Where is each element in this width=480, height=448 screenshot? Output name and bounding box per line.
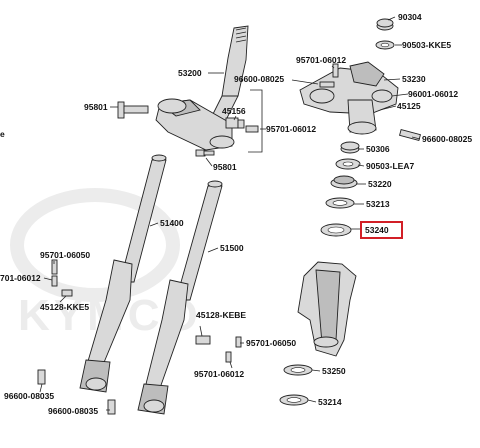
leader-lines xyxy=(39,16,421,411)
label-51500: 51500 xyxy=(220,243,244,253)
bolt-95801-mid xyxy=(195,149,215,157)
label-45125: 45125 xyxy=(397,101,421,111)
highlight-box-53240 xyxy=(360,221,403,239)
bolt-701-06012-left xyxy=(51,275,58,287)
label-95701-06050-right: 95701-06050 xyxy=(246,338,296,348)
fork-right-51500 xyxy=(137,180,223,415)
bolt-96600-08025-top xyxy=(319,81,335,88)
label-95701-06012-bottom: 95701-06012 xyxy=(194,369,244,379)
label-45128-kebe: 45128-KEBE xyxy=(196,310,246,320)
steering-stem xyxy=(155,25,249,151)
label-51400: 51400 xyxy=(160,218,184,228)
label-50306: 50306 xyxy=(366,144,390,154)
label-95701-06050-left: 95701-06050 xyxy=(40,250,90,260)
label-90304: 90304 xyxy=(398,12,422,22)
frame-head xyxy=(297,261,357,357)
edge-mark: e xyxy=(0,129,5,139)
label-701-06012-left: 701-06012 xyxy=(0,273,41,283)
washer-90503-kke5 xyxy=(375,40,395,50)
label-53230: 53230 xyxy=(402,74,426,84)
label-45128-kke5: 45128-KKE5 xyxy=(40,302,89,312)
label-45156: 45156 xyxy=(222,106,246,116)
nut-50306 xyxy=(340,141,360,154)
clamp-45128-kebe xyxy=(195,335,211,345)
fork-left-51400 xyxy=(79,154,167,393)
clamp-45156 xyxy=(225,117,259,133)
bolt-95701-06012-top xyxy=(332,63,339,78)
bolt-96600-08025-right xyxy=(399,128,421,142)
label-53240: 53240 xyxy=(365,225,389,235)
label-90503-kke5: 90503-KKE5 xyxy=(402,40,451,50)
washer-90503-lea7 xyxy=(335,158,361,170)
label-53213: 53213 xyxy=(366,199,390,209)
label-53200: 53200 xyxy=(178,68,202,78)
bolt-95701-06050-right xyxy=(235,336,242,348)
race-53240 xyxy=(320,223,352,237)
bolt-95701-06050-left xyxy=(51,259,58,275)
bracket-45156 xyxy=(248,89,263,153)
clamp-45128-kke5 xyxy=(61,289,73,297)
label-96600-08035-b: 96600-08035 xyxy=(48,406,98,416)
label-95701-06012-mid: 95701-06012 xyxy=(266,124,316,134)
bearing-53213 xyxy=(325,197,355,209)
label-95801-b: 95801 xyxy=(213,162,237,172)
race-53214 xyxy=(279,394,309,406)
bolt-96600-08035-b xyxy=(107,399,116,415)
label-95701-06012-top: 95701-06012 xyxy=(296,55,346,65)
label-53220: 53220 xyxy=(368,179,392,189)
race-53250 xyxy=(283,364,313,376)
label-53250: 53250 xyxy=(322,366,346,376)
label-90503-lea7: 90503-LEA7 xyxy=(366,161,414,171)
part-labels: 90304 90503-KKE5 95701-06012 53230 53200… xyxy=(0,12,472,416)
label-96001-06012: 96001-06012 xyxy=(408,89,458,99)
top-bridge xyxy=(299,61,399,135)
bolt-95801-top xyxy=(117,101,149,119)
label-53214: 53214 xyxy=(318,397,342,407)
label-96600-08025-right: 96600-08025 xyxy=(422,134,472,144)
nut-90304 xyxy=(376,18,394,31)
race-53220 xyxy=(330,175,358,189)
bolt-95701-06012-bottom xyxy=(225,351,232,363)
label-96600-08025-top: 96600-08025 xyxy=(234,74,284,84)
label-95801-a: 95801 xyxy=(84,102,108,112)
bolt-96600-08035-a xyxy=(37,369,46,385)
label-96600-08035-a: 96600-08035 xyxy=(4,391,54,401)
